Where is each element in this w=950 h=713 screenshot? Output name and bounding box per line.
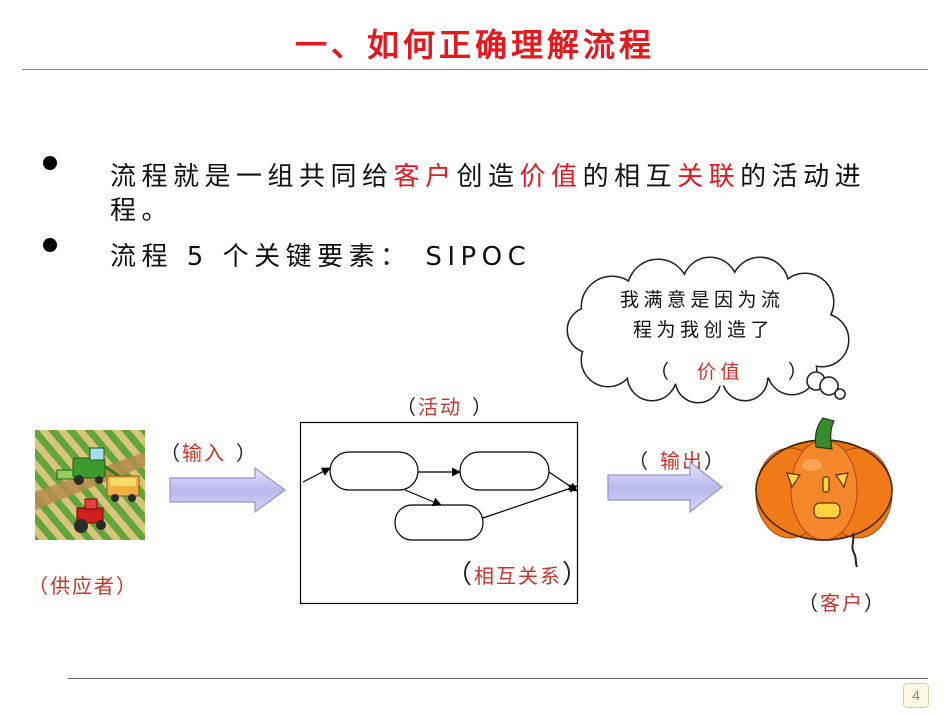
bullet-2-line-1: 流程 5 个关键要素： SIPOC: [110, 240, 531, 274]
flow-arrow-in: [302, 467, 331, 483]
grain-trailer: [106, 475, 140, 502]
flow-arrow-c-out: [482, 484, 578, 519]
relations-close-paren: ）: [562, 560, 591, 590]
process-diagram: [299, 421, 579, 605]
input-open-paren: （: [160, 441, 182, 465]
red-tractor: [74, 498, 106, 533]
pumpkin-face: [786, 472, 849, 519]
pumpkin-stem: [814, 417, 835, 450]
customer-close-paren: ）: [864, 591, 886, 615]
flow-arrow-b-out: [548, 471, 578, 492]
bullet-2-segment: 流程 5 个关键要素： SIPOC: [110, 242, 532, 272]
process-open-paren: （: [396, 395, 418, 419]
output-arrow-icon: [607, 460, 723, 514]
bullet-1-segment: 流程就是一组共同给: [110, 162, 394, 192]
output-label: （输出）: [628, 448, 726, 474]
relations-label-text: 相互关系: [474, 564, 563, 588]
page-number: 4: [903, 683, 929, 708]
supplier-label-text: 供应者: [50, 574, 116, 598]
bullet-1-segment: 程。: [110, 196, 174, 226]
input-arrow-icon: [169, 466, 287, 514]
bullet-2-text: 流程 5 个关键要素： SIPOC: [110, 240, 531, 274]
activity-node-c: [394, 504, 484, 541]
thought-line-2: 程为我创造了: [633, 319, 775, 341]
customer-label: （客户）: [798, 590, 886, 616]
title-divider: [22, 69, 928, 70]
input-label-text: 输入: [182, 441, 226, 465]
bullet-1-segment: 的相互: [582, 162, 678, 192]
supplier-label: （供应者）: [28, 573, 138, 599]
thought-cloud-icon: [566, 256, 850, 404]
input-close-paren: ）: [236, 441, 258, 465]
output-open-paren: （: [628, 449, 650, 473]
output-close-paren: ）: [704, 449, 726, 473]
bullet-1-keyword-value: 价值: [519, 162, 583, 192]
process-label: （活动 ）: [396, 394, 494, 420]
footer-divider: [68, 678, 928, 679]
farm-harvester-icon: [35, 430, 145, 540]
bullet-dot-1: [43, 156, 57, 170]
thought-value: 价值: [697, 360, 744, 384]
activity-node-a: [329, 451, 419, 491]
cloud-fill: [568, 258, 848, 402]
bullet-dot-2: [43, 238, 57, 252]
thought-bubbles: [806, 371, 846, 400]
thought-line-1: 我满意是因为流: [620, 289, 785, 311]
slide-title: 一、如何正确理解流程: [294, 26, 655, 64]
process-label-text: 活动: [418, 395, 462, 419]
bullet-1-keyword-customer: 客户: [393, 162, 457, 192]
supplier-open-paren: （: [28, 574, 50, 598]
bullet-1-line-2: 程。: [110, 194, 866, 228]
thought-value-text: 价值: [697, 361, 745, 383]
customer-open-paren: （: [798, 591, 820, 615]
bullet-1-keyword-related: 关联: [677, 162, 741, 192]
process-close-paren: ）: [472, 395, 494, 419]
bullet-1-line-1: 流程就是一组共同给客户创造价值的相互关联的活动进: [110, 160, 866, 194]
input-label: （输入 ）: [160, 440, 258, 466]
combine-harvester: [56, 447, 120, 485]
activity-node-b: [459, 451, 550, 491]
relations-open-paren: （: [446, 560, 475, 590]
pumpkin-tail-line: [851, 532, 858, 568]
thought-close-paren: ）: [788, 361, 812, 383]
process-boundary: [299, 421, 579, 605]
supplier-close-paren: ）: [116, 574, 138, 598]
bullet-1-text: 流程就是一组共同给客户创造价值的相互关联的活动进 程。: [110, 160, 866, 228]
dirt-track: [35, 452, 145, 510]
customer-label-text: 客户: [820, 591, 864, 615]
bullet-1-segment: 的活动进: [740, 162, 867, 192]
flow-arrow-a-c: [404, 489, 442, 507]
bullet-1-segment: 创造: [456, 162, 520, 192]
thought-open-paren: （: [650, 361, 674, 383]
jack-o-lantern-icon: [755, 417, 893, 568]
relations-label: （相互关系）: [446, 562, 590, 589]
